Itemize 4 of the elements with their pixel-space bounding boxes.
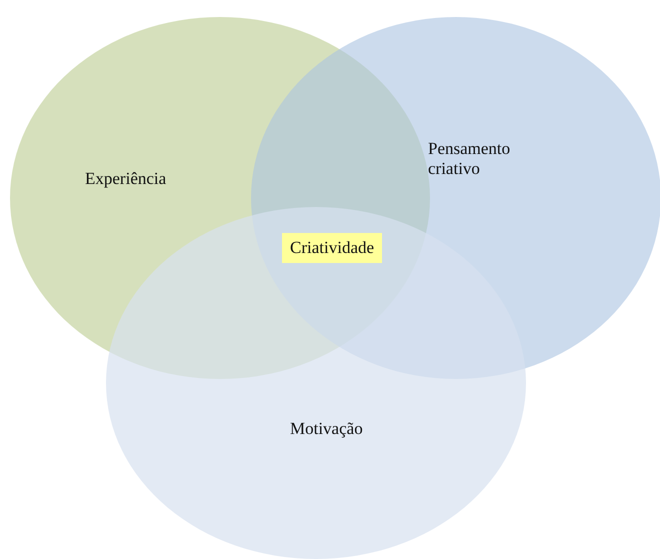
set-label: Motivação [290,419,363,439]
set-label: Pensamento criativo [428,139,512,179]
intersection-label: Criatividade [282,233,382,263]
set-label: Experiência [85,169,166,189]
